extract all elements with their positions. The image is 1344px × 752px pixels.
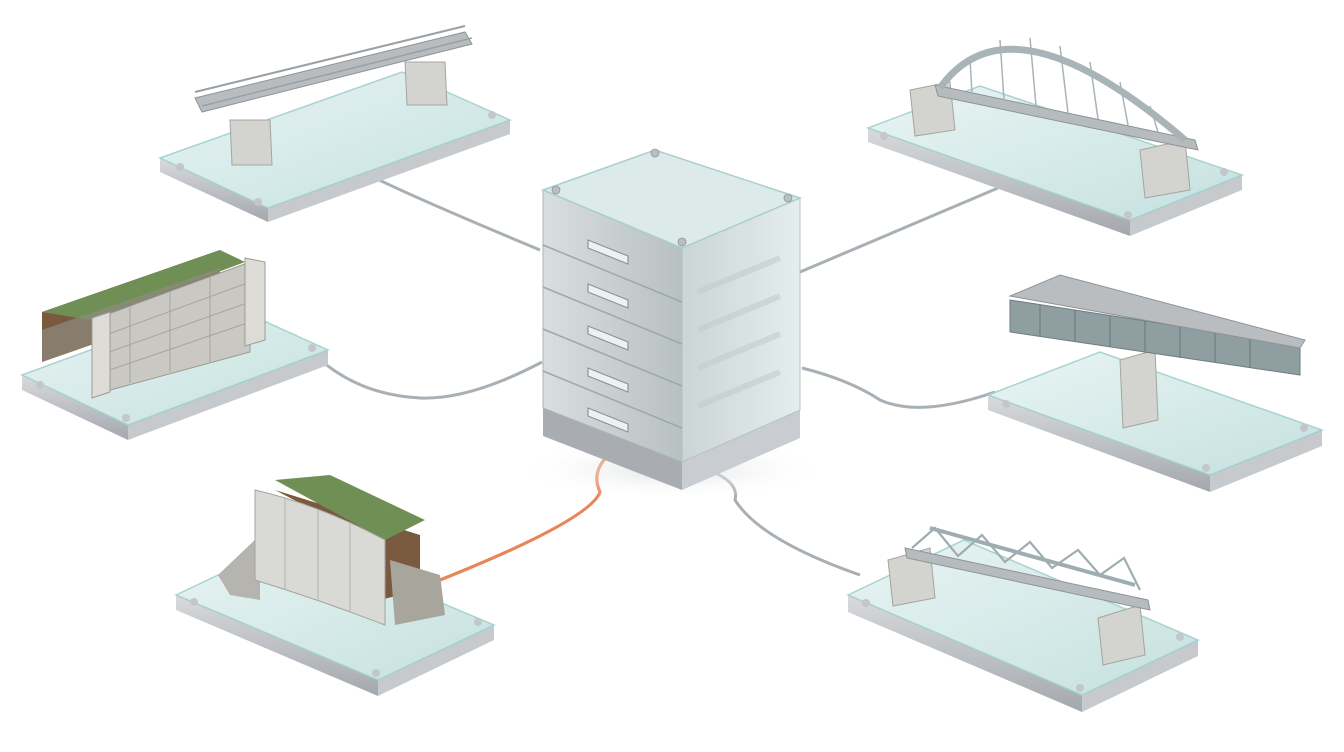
- node-steel-girder-bridge[interactable]: [985, 274, 1325, 492]
- cable-arch-bridge: [799, 186, 999, 274]
- node-stone-wall[interactable]: [20, 250, 330, 440]
- node-girder-bridge[interactable]: [158, 25, 513, 222]
- cable-steel-girder-bridge: [801, 366, 996, 409]
- drawer-handles: [587, 239, 629, 433]
- cable-girder-bridge: [374, 176, 541, 252]
- node-concrete-wall[interactable]: [174, 475, 496, 696]
- hub-cabinet[interactable]: [512, 148, 832, 500]
- node-truss-bridge[interactable]: [846, 526, 1200, 712]
- cable-stone-wall: [317, 356, 543, 400]
- node-arch-bridge[interactable]: [865, 37, 1245, 236]
